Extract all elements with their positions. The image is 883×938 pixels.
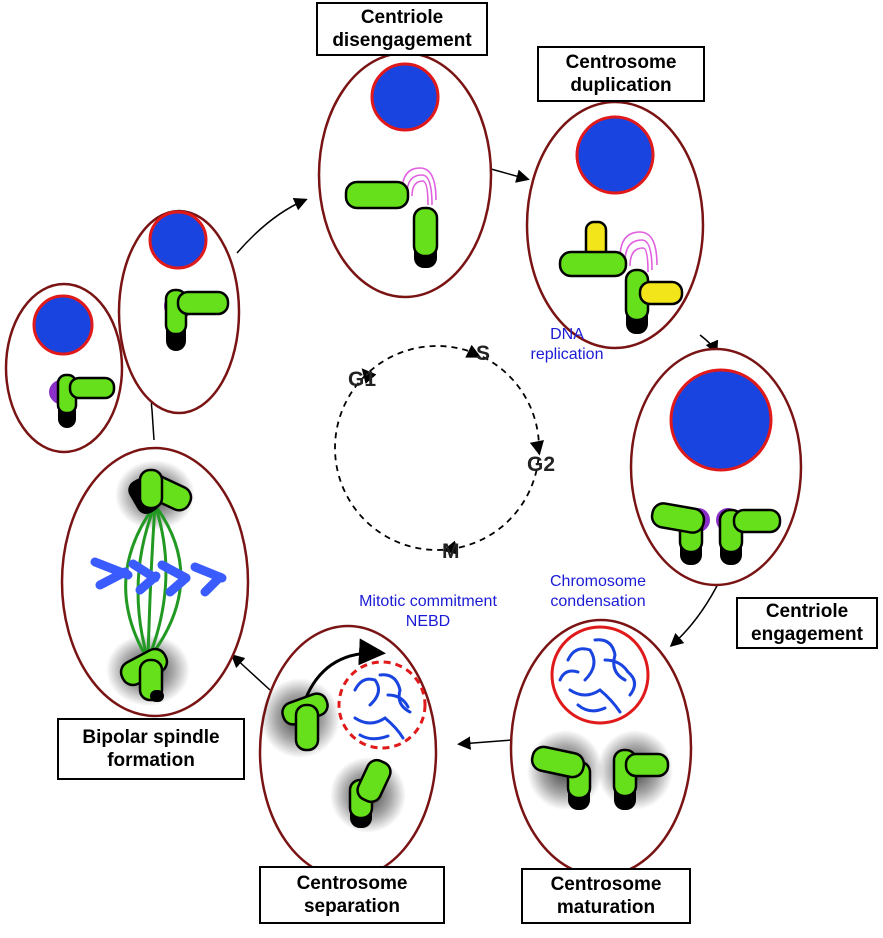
cell-duplication	[525, 100, 705, 350]
cell-engagement	[629, 347, 803, 587]
label-centrosome-separation: Centrosome separation	[259, 866, 445, 924]
annotation-chromosome-condensation: Chromosome condensation	[549, 573, 647, 610]
cycle-arrows	[145, 168, 721, 750]
phase-g2: G2	[527, 453, 556, 476]
cell-g1-small	[4, 282, 124, 454]
phase-g1: G1	[348, 368, 377, 391]
phase-m: M	[442, 540, 460, 563]
cell-separation	[258, 624, 438, 880]
label-bipolar-spindle-formation: Bipolar spindle formation	[57, 718, 245, 780]
cell-spindle	[60, 446, 250, 718]
phase-cycle	[334, 344, 544, 555]
cell-maturation	[509, 618, 693, 878]
cell-disengagement	[317, 51, 493, 299]
label-centriole-engagement: Centriole engagement	[736, 597, 878, 649]
label-centriole-disengagement: Centriole disengagement	[316, 2, 488, 56]
label-centrosome-maturation: Centrosome maturation	[521, 868, 691, 924]
phase-s: S	[476, 342, 491, 365]
cell-g1	[117, 209, 241, 415]
annotation-mitotic-commitment: Mitotic commitment NEBD	[359, 593, 497, 630]
annotation-dna-replication: DNA replication	[530, 326, 604, 363]
label-centrosome-duplication: Centrosome duplication	[537, 46, 705, 102]
